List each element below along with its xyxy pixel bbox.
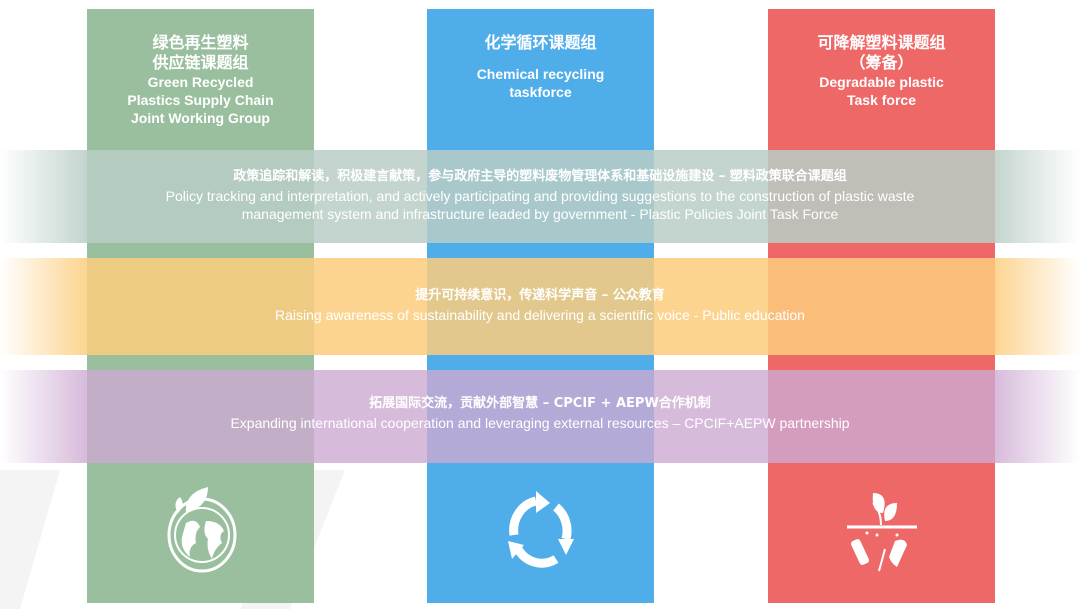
- band-text-en: Expanding international cooperation and …: [230, 415, 850, 431]
- column-title-zh: 可降解塑料课题组（筹备）: [817, 33, 946, 72]
- band-public-education: 提升可持续意识，传递科学声音 – 公众教育 Raising awareness …: [0, 258, 1080, 355]
- band-policy: 政策追踪和解读，积极建言献策，参与政府主导的塑料废物管理体系和基础设施建设 – …: [0, 150, 1080, 243]
- band-title-zh: 提升可持续意识，传递科学声音 – 公众教育: [415, 288, 665, 303]
- band-text-en: Raising awareness of sustainability and …: [275, 307, 805, 323]
- column-title-zh: 化学循环课题组: [484, 33, 597, 52]
- band-text-en: management system and infrastructure lea…: [241, 206, 839, 222]
- band-title-zh: 政策追踪和解读，积极建言献策，参与政府主导的塑料废物管理体系和基础设施建设 – …: [233, 169, 847, 184]
- band-international: 拓展国际交流，贡献外部智慧 – CPCIF + AEPW合作机制 Expandi…: [0, 370, 1080, 463]
- earth-leaf-icon: [167, 487, 236, 573]
- column-title-zh: 绿色再生塑料供应链课题组: [152, 33, 249, 72]
- band-title-zh: 拓展国际交流，贡献外部智慧 – CPCIF + AEPW合作机制: [369, 396, 711, 411]
- band-text-en: Policy tracking and interpretation, and …: [165, 188, 915, 204]
- recycle-arrows-icon: [507, 491, 574, 568]
- plant-soil-icon: [846, 493, 917, 572]
